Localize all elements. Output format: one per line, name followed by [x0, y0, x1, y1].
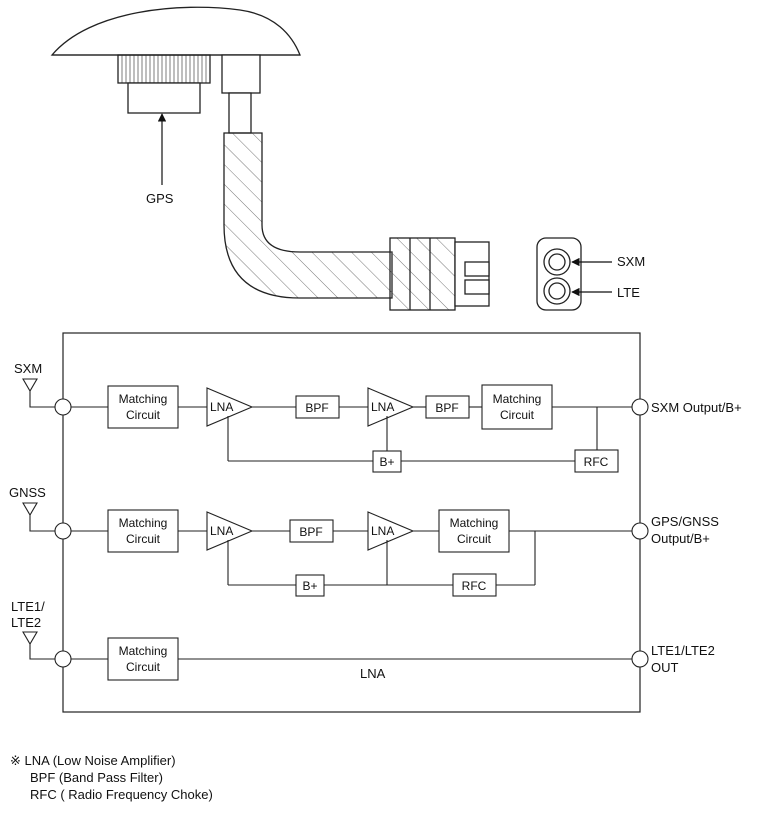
lte-output-port — [631, 650, 649, 668]
sxm-matching-circuit-2 — [481, 384, 553, 430]
gnss-matching-label-1: Matching — [119, 516, 168, 530]
sxm-bplus-label: B+ — [379, 455, 394, 469]
cable-connector — [389, 237, 456, 311]
gnss-matching-circuit — [107, 509, 179, 553]
lte-antenna-icon — [22, 631, 55, 660]
lte-input-port — [54, 650, 72, 668]
gnss-antenna-icon — [22, 502, 55, 532]
gnss-lna-1 — [206, 511, 254, 551]
sxm-rfc-label: RFC — [584, 455, 609, 469]
sxm-lna-2-label: LNA — [371, 400, 394, 414]
gnss-matching2-label-2: Circuit — [457, 532, 492, 546]
sxm-matching-label-2: Circuit — [126, 408, 161, 422]
gnss-matching2-label-1: Matching — [450, 516, 499, 530]
input-lte-label-1: LTE1/ — [11, 599, 45, 614]
gnss-lna-1-label: LNA — [210, 524, 233, 538]
gnss-matching-label-2: Circuit — [126, 532, 161, 546]
cable — [223, 132, 393, 299]
note-lna: ※ LNA (Low Noise Amplifier) — [10, 752, 213, 769]
gps-label: GPS — [146, 191, 174, 206]
output-gps-label-1: GPS/GNSS — [651, 514, 719, 529]
gnss-bplus-label: B+ — [302, 579, 317, 593]
gnss-output-port — [631, 522, 649, 540]
sxm-input-port — [54, 398, 72, 416]
output-gps-label-2: Output/B+ — [651, 531, 710, 546]
input-gnss-label: GNSS — [9, 485, 46, 500]
sxm-bpf-1-label: BPF — [305, 401, 328, 415]
gnss-bpf-label: BPF — [299, 525, 322, 539]
output-sxm-label: SXM Output/B+ — [651, 400, 742, 415]
sxm-output-port — [631, 398, 649, 416]
gnss-lna-2 — [367, 511, 415, 551]
connector-lte-label: LTE — [617, 285, 640, 300]
antenna-housing — [50, 6, 301, 56]
sxm-matching2-label-2: Circuit — [500, 408, 535, 422]
input-sxm-label: SXM — [14, 361, 42, 376]
note-bpf: BPF (Band Pass Filter) — [30, 770, 163, 785]
input-lte-label-2: LTE2 — [11, 615, 41, 630]
note-symbol: ※ — [10, 753, 21, 768]
note-rfc: RFC ( Radio Frequency Choke) — [30, 787, 213, 802]
lte-matching-label-1: Matching — [119, 644, 168, 658]
note-lna-text: LNA (Low Noise Amplifier) — [24, 753, 176, 768]
sxm-lna-1-label: LNA — [210, 400, 233, 414]
sxm-lna-1 — [206, 387, 254, 427]
output-lte-label-1: LTE1/LTE2 — [651, 643, 715, 658]
lte-path-lna-label: LNA — [360, 666, 386, 681]
sxm-antenna-icon — [22, 378, 55, 408]
gps-connector — [117, 54, 211, 84]
lte-matching-circuit — [107, 637, 179, 681]
gnss-input-port — [54, 522, 72, 540]
gnss-matching-circuit-2 — [438, 509, 510, 553]
sxm-lna-2 — [367, 387, 415, 427]
gnss-rfc-label: RFC — [462, 579, 487, 593]
shark-fin-antenna — [50, 6, 582, 311]
connector-sxm-label: SXM — [617, 254, 645, 269]
sxm-matching2-label-1: Matching — [493, 392, 542, 406]
output-lte-label-2: OUT — [651, 660, 679, 675]
sxm-bpf-2-label: BPF — [435, 401, 458, 415]
legend-notes: ※ LNA (Low Noise Amplifier) BPF (Band Pa… — [10, 752, 213, 803]
lte-matching-label-2: Circuit — [126, 660, 161, 674]
sxm-matching-label-1: Matching — [119, 392, 168, 406]
gnss-lna-2-label: LNA — [371, 524, 394, 538]
